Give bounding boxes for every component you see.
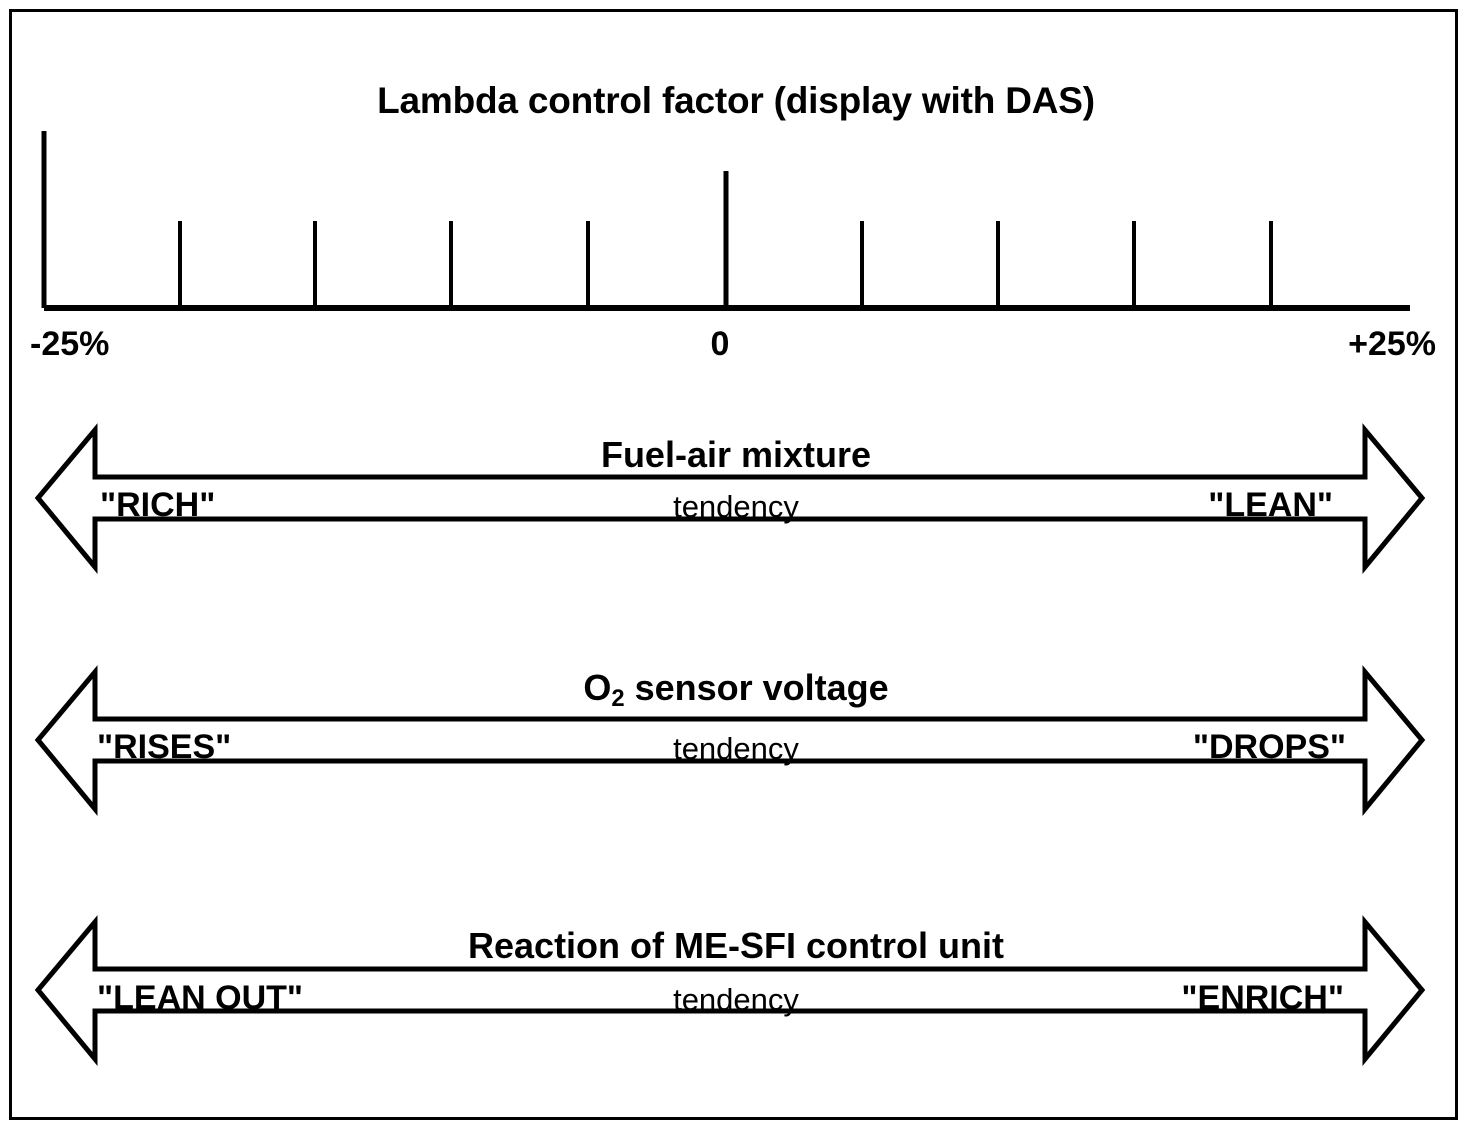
o2-title-remainder: sensor voltage: [624, 667, 889, 708]
lambda-scale-graphic: [41, 131, 1410, 311]
scale-title: Lambda control factor (display with DAS): [377, 80, 1095, 121]
scale-label-zero: 0: [710, 325, 730, 363]
band-title-me-sfi-reaction: Reaction of ME-SFI control unit: [468, 925, 1004, 966]
band-middle-label-tendency-2: tendency: [673, 731, 799, 766]
page-border-frame: [9, 9, 1458, 1120]
band-title-o2-sensor-voltage: O2 sensor voltage: [0, 667, 1472, 713]
band-right-label-enrich: "ENRICH": [1181, 979, 1344, 1017]
double-arrow-o2-sensor-voltage: [34, 665, 1426, 816]
band-title-fuel-air-mixture: Fuel-air mixture: [600, 434, 872, 475]
o2-symbol-subscript: 2: [611, 685, 625, 713]
band-middle-label-tendency-1: tendency: [673, 489, 799, 524]
band-left-label-lean-out: "LEAN OUT": [97, 979, 304, 1017]
band-right-label-drops: "DROPS": [1192, 728, 1346, 766]
band-left-label-rich: "RICH": [100, 486, 216, 524]
band-middle-label-tendency-3: tendency: [673, 982, 799, 1017]
double-arrow-me-sfi-reaction: [34, 915, 1426, 1066]
scale-label-maximum: +25%: [1348, 325, 1436, 363]
scale-label-minimum: -25%: [30, 325, 110, 363]
o2-symbol-main: O: [583, 667, 612, 708]
band-left-label-rises: "RISES": [97, 728, 232, 766]
double-arrow-fuel-air-mixture: [34, 423, 1426, 574]
band-right-label-lean: "LEAN": [1208, 486, 1333, 524]
